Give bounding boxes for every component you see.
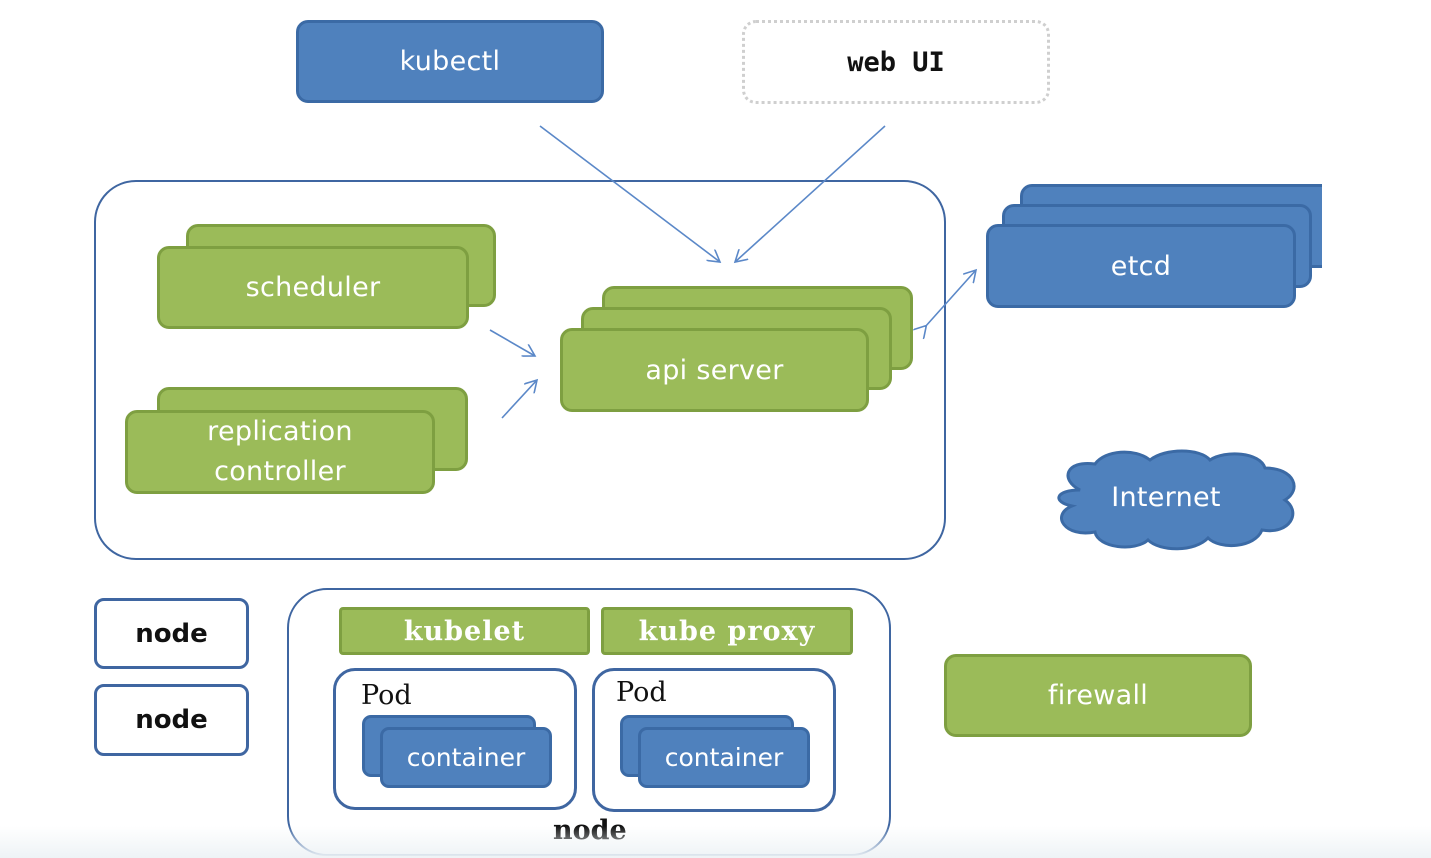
etcd-label: etcd <box>1110 250 1172 282</box>
api-server-label: api server <box>645 354 784 386</box>
arrow-api-etcd <box>925 270 976 327</box>
internet-label: Internet <box>1111 481 1221 513</box>
master-outline <box>94 180 946 560</box>
node-box-1-label: node <box>135 618 208 649</box>
node-box-2-label: node <box>135 705 208 735</box>
replication-label-line2: controller <box>214 456 346 487</box>
web-ui-box: web UI <box>742 20 1050 104</box>
arrow-kubectl-to-api <box>539 125 720 262</box>
container-2-box: container <box>638 727 810 788</box>
container-1-label: container <box>406 743 526 772</box>
bottom-fade <box>0 826 1431 858</box>
scheduler-label: scheduler <box>245 272 381 303</box>
web-ui-label: web UI <box>847 46 945 78</box>
replication-controller-box: replication controller <box>125 410 435 494</box>
node-box-1: node <box>94 598 249 669</box>
kube-proxy-box: kube proxy <box>601 607 853 655</box>
pod-2-title: Pod <box>616 677 667 708</box>
kubelet-label: kubelet <box>403 615 526 647</box>
firewall-box: firewall <box>944 654 1252 737</box>
container-2-label: container <box>664 743 784 772</box>
etcd-clip-mask <box>1322 180 1431 280</box>
node-box-2: node <box>94 684 249 756</box>
kubelet-box: kubelet <box>339 607 590 655</box>
internet-cloud-icon <box>1057 449 1296 551</box>
arrow-webui-to-api <box>735 125 886 262</box>
replication-label-line1: replication <box>207 416 353 447</box>
kubectl-box: kubectl <box>296 20 604 103</box>
etcd-box: etcd <box>986 224 1296 308</box>
scheduler-box: scheduler <box>157 246 469 329</box>
kube-proxy-label: kube proxy <box>638 615 816 647</box>
arrow-scheduler-to-api <box>489 329 535 356</box>
pod-1-title: Pod <box>361 680 412 711</box>
kubectl-label: kubectl <box>399 46 501 77</box>
api-server-box: api server <box>560 328 869 412</box>
internet-label-box: Internet <box>1050 450 1282 544</box>
firewall-label: firewall <box>1047 680 1149 711</box>
container-1-box: container <box>380 727 552 788</box>
arrow-replication-to-api <box>501 380 537 419</box>
